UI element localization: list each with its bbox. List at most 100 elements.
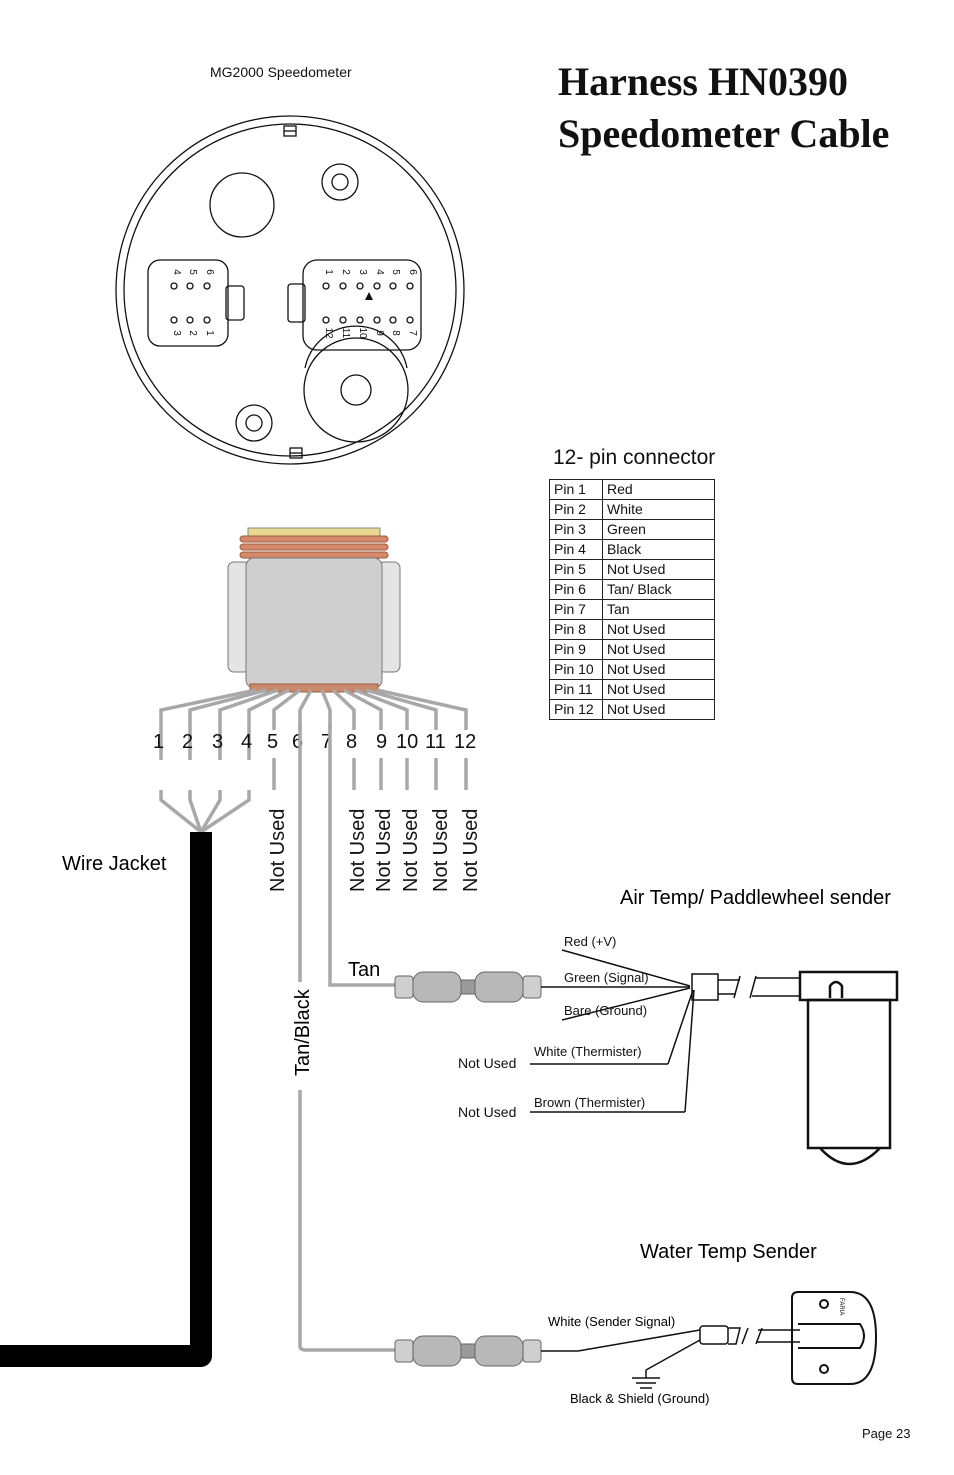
svg-text:Not Used: Not Used — [373, 809, 395, 892]
wire-number: 7 — [321, 731, 332, 753]
svg-text:Green (Signal): Green (Signal) — [564, 970, 649, 985]
svg-text:2: 2 — [187, 330, 198, 336]
inline-connector-tan-black — [394, 1335, 542, 1367]
svg-text:8: 8 — [390, 330, 401, 336]
wire-number: 10 — [396, 731, 418, 753]
water-sender-brand: FARIA — [838, 1298, 844, 1315]
wire-2 — [188, 688, 268, 833]
svg-text:2: 2 — [340, 269, 351, 275]
wire-number: 8 — [346, 731, 357, 753]
title-line-1: Harness HN0390 — [558, 59, 848, 104]
pin-color: Not Used — [602, 619, 715, 640]
svg-text:4: 4 — [171, 269, 182, 275]
svg-text:1: 1 — [204, 330, 215, 336]
not-used-labels: Not Used Not Used Not Used Not Used Not … — [267, 809, 482, 892]
svg-text:Bare (Ground): Bare (Ground) — [564, 1003, 647, 1018]
pin-number: Pin 10 — [549, 659, 603, 680]
svg-text:12: 12 — [323, 327, 334, 339]
air-sender-title: Air Temp/ Paddlewheel sender — [620, 887, 891, 909]
wire-number: 2 — [182, 731, 193, 753]
wire-number: 5 — [267, 731, 278, 753]
wire-9 — [343, 688, 383, 790]
wire-number: 11 — [425, 731, 446, 753]
pin-color: Not Used — [602, 639, 715, 660]
svg-text:10: 10 — [357, 327, 368, 339]
wire-number: 3 — [212, 731, 223, 753]
svg-text:Not Used: Not Used — [458, 1104, 516, 1120]
air-sender-labels: Red (+V) Green (Signal) Bare (Ground) Wh… — [458, 934, 649, 1120]
svg-text:3: 3 — [357, 269, 368, 275]
wire-11 — [365, 688, 438, 790]
wire-number: 1 — [153, 731, 164, 753]
svg-text:Not Used: Not Used — [460, 809, 482, 892]
svg-text:6: 6 — [204, 269, 215, 275]
wire-number: 9 — [376, 731, 387, 753]
water-ground-label: Black & Shield (Ground) — [570, 1391, 709, 1406]
wire-number: 12 — [454, 731, 476, 753]
pin-color: Not Used — [602, 699, 715, 720]
wire-number: 6 — [292, 731, 303, 753]
svg-text:Brown (Thermister): Brown (Thermister) — [534, 1095, 645, 1110]
pin-color: Not Used — [602, 659, 715, 680]
wire-5 — [272, 688, 302, 790]
wire-4 — [200, 688, 290, 834]
svg-text:Not Used: Not Used — [458, 1055, 516, 1071]
svg-text:7: 7 — [407, 330, 418, 336]
gauge-label: MG2000 Speedometer — [210, 64, 352, 80]
svg-text:4: 4 — [374, 269, 385, 275]
svg-text:5: 5 — [187, 269, 198, 275]
svg-text:1: 1 — [323, 269, 334, 275]
face-pin-labels: 4 5 6 3 2 1 1 2 3 4 5 6 12 11 10 9 8 7 — [171, 269, 418, 339]
inline-connector-tan — [394, 971, 542, 1003]
svg-text:6: 6 — [407, 269, 418, 275]
svg-text:Not Used: Not Used — [347, 809, 369, 892]
svg-text:3: 3 — [171, 330, 182, 336]
water-signal-label: White (Sender Signal) — [548, 1314, 675, 1329]
page-number: Page 23 — [862, 1426, 911, 1441]
wire-8 — [331, 688, 356, 790]
wire-1 — [159, 688, 257, 834]
svg-text:Red (+V): Red (+V) — [564, 934, 616, 949]
wire-12 — [376, 688, 468, 790]
wire-number: 4 — [241, 731, 252, 753]
gauge-back-face — [115, 115, 465, 465]
12-pin-plug — [227, 527, 401, 693]
svg-text:White (Thermister): White (Thermister) — [534, 1044, 642, 1059]
pin-number: Pin 6 — [549, 579, 603, 600]
pin-connector-title: 12- pin connector — [553, 446, 716, 469]
tan-black-label: Tan/Black — [292, 988, 314, 1076]
title-line-2: Speedometer Cable — [558, 111, 890, 156]
tan-label: Tan — [348, 959, 380, 981]
harness-wires — [159, 688, 468, 834]
svg-text:5: 5 — [390, 269, 401, 275]
wire-jacket — [0, 832, 212, 1367]
pin-number: Pin 2 — [549, 499, 603, 520]
wire-jacket-label: Wire Jacket — [62, 853, 167, 875]
wire-10 — [354, 688, 409, 790]
svg-text:Not Used: Not Used — [430, 809, 452, 892]
pin-number: Pin 12 — [549, 699, 603, 720]
page-title: Harness HN0390 Speedometer Cable — [558, 56, 889, 160]
water-sender-title: Water Temp Sender — [640, 1241, 817, 1263]
svg-text:9: 9 — [374, 330, 385, 336]
pin-color: Tan/ Black — [602, 579, 715, 600]
air-temp-sender — [530, 949, 899, 1166]
pin-number: Pin 8 — [549, 619, 603, 640]
svg-text:11: 11 — [340, 328, 351, 339]
wire-3 — [199, 688, 279, 833]
water-temp-sender — [541, 1291, 878, 1389]
svg-text:Not Used: Not Used — [400, 809, 422, 892]
svg-text:Not Used: Not Used — [267, 809, 289, 892]
pin-color: Tan — [602, 599, 715, 620]
